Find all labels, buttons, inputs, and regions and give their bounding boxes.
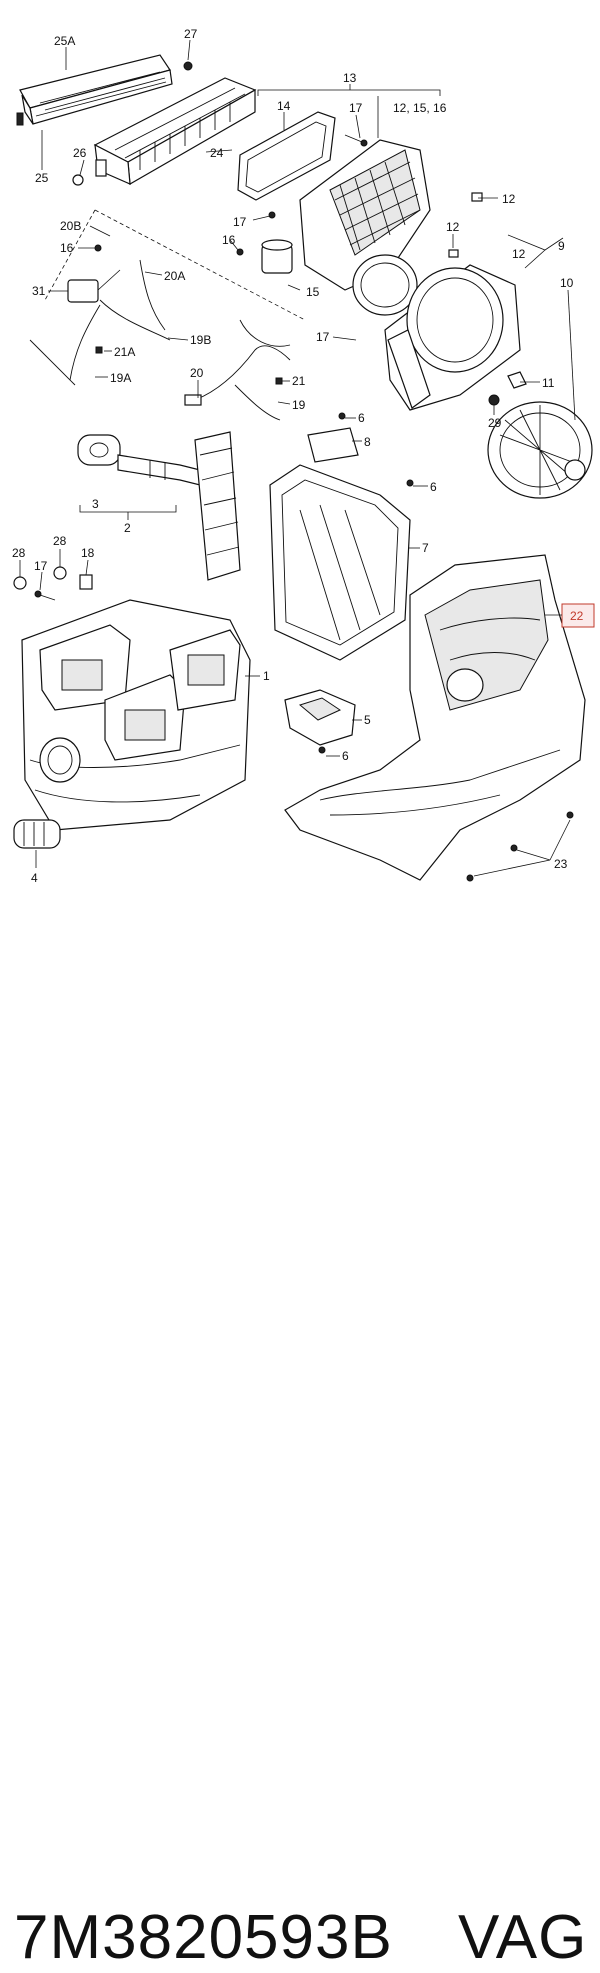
wires-19-20 [29,259,291,421]
label-16: 16 [222,233,236,247]
label-8: 8 [364,435,371,449]
part-number: 7M3820593B [14,1903,393,1972]
label-25: 25 [35,171,49,185]
blower-motor-10 [487,401,593,499]
blower-casing-9 [384,264,521,411]
label-19: 19 [292,398,306,412]
label-29: 29 [488,416,502,430]
air-duct-5 [284,689,356,746]
screw-6a [338,412,346,420]
part-labels: 25A 27 13 14 17 12, 15, 16 24 25 26 12 1… [12,27,584,885]
nut-26 [72,174,84,186]
clip-12a [471,192,483,202]
label-18: 18 [81,546,95,560]
label-31: 31 [32,284,46,298]
label-23: 23 [554,857,568,871]
highlight-box-22 [561,603,595,628]
screw-6c [318,746,326,754]
label-28: 28 [12,546,26,560]
clip-21A [95,346,103,354]
label-22: 22 [570,609,584,623]
leader-lines [19,39,576,868]
housing-lower-part-22 [284,554,586,881]
screws-17-top [252,134,368,221]
screw-6b [406,479,414,487]
brace-2-3 [79,505,177,520]
label-9: 9 [558,239,565,253]
dashed-grouping-lines [44,209,306,321]
label-12: 12 [446,220,460,234]
distribution-housing-1 [21,599,251,831]
label-4: 4 [31,871,38,885]
label-17: 17 [349,101,363,115]
label-26: 26 [73,146,87,160]
label-21: 21 [292,374,306,388]
label-6: 6 [430,480,437,494]
label-16: 16 [60,241,74,255]
screw-16a [94,244,102,252]
sensor-bracket-31 [67,269,121,303]
label-19B: 19B [190,333,211,347]
clips-23 [466,811,574,882]
label-17: 17 [233,215,247,229]
flap-8 [307,427,359,463]
label-2: 2 [124,521,131,535]
label-3: 3 [92,497,99,511]
label-7: 7 [422,541,429,555]
label-1: 1 [263,669,270,683]
label-6: 6 [358,411,365,425]
label-21A: 21A [114,345,135,359]
brand: VAG [458,1903,588,1972]
filter-housing-24 [93,77,257,185]
screw-16b [236,248,244,256]
heater-core [194,431,241,581]
label-15: 15 [306,285,320,299]
label-19A: 19A [110,371,131,385]
label-5: 5 [364,713,371,727]
label-11: 11 [542,376,555,390]
air-inlet-housing-13 [299,139,431,316]
label-20B: 20B [60,219,81,233]
label-13: 13 [343,71,357,85]
resistor-11 [507,371,527,389]
seal-14 [237,111,336,201]
screw-29 [488,394,500,406]
fittings-28-17-18 [13,566,93,601]
label-10: 10 [560,276,574,290]
caption: 7M3820593B VAG [0,950,600,1972]
label-17: 17 [316,330,330,344]
label-14: 14 [277,99,291,113]
label-17: 17 [34,559,48,573]
actuator-15 [261,239,293,274]
label-20: 20 [190,366,204,380]
pollen-filter-25A [16,54,173,126]
label-6: 6 [342,749,349,763]
label-12: 12 [512,247,526,261]
clip-12b [448,249,459,258]
exploded-parts-diagram: 25A 27 13 14 17 12, 15, 16 24 25 26 12 1… [12,27,595,885]
nut-27 [183,61,193,71]
cover-7 [269,464,411,661]
heat-exchanger-2-3 [77,434,201,486]
label-12-15-16: 12, 15, 16 [393,101,447,115]
label-25A: 25A [54,34,75,48]
label-12: 12 [502,192,516,206]
seal-4 [13,819,61,849]
label-20A: 20A [164,269,185,283]
label-28: 28 [53,534,67,548]
clip-21 [275,377,283,385]
label-27: 27 [184,27,198,41]
label-24: 24 [210,146,224,160]
